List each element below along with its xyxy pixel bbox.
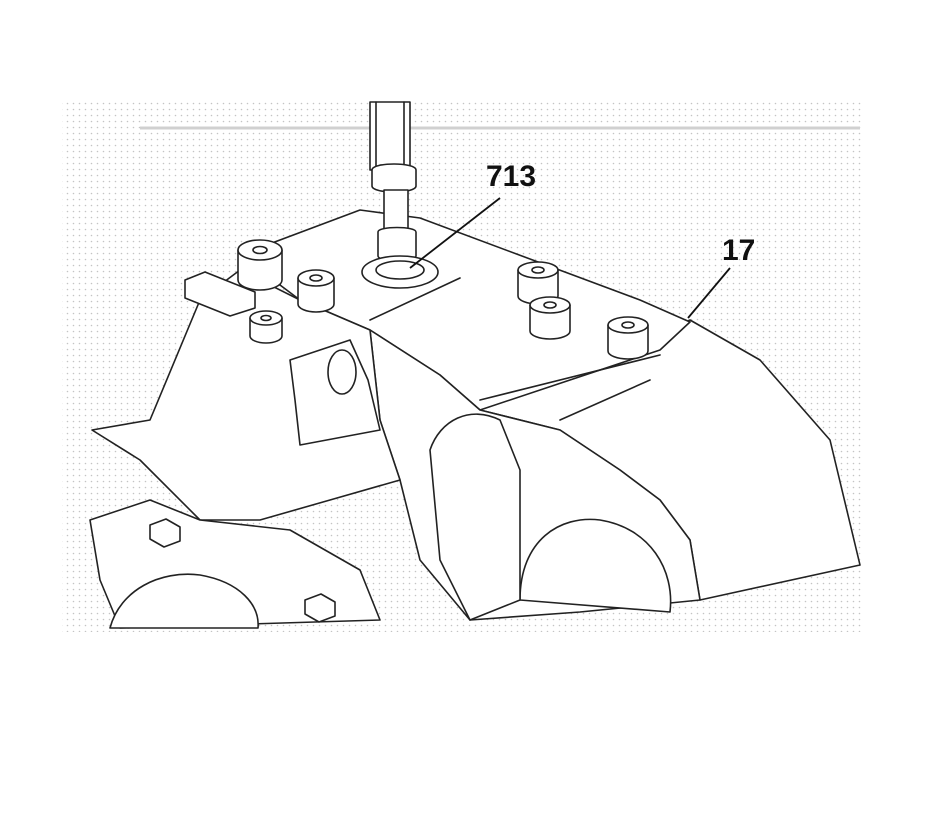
- seal-ring: [361, 255, 439, 289]
- lobe-right: [519, 518, 672, 613]
- callout-label-713: 713: [486, 160, 537, 193]
- boss-hole: [327, 349, 357, 395]
- side-boss: [289, 339, 381, 446]
- lower-left-disc: [109, 573, 259, 629]
- callout-label-17: 17: [722, 234, 756, 267]
- studs: [237, 239, 649, 360]
- leader-lines: [409, 197, 731, 319]
- left-bracket: [184, 271, 256, 317]
- lobe-center: [429, 413, 521, 621]
- plate-edge: [369, 277, 661, 421]
- bolt-heads: [149, 518, 336, 623]
- leader-713: [409, 197, 501, 269]
- leader-17: [687, 267, 731, 319]
- installer-tool: [369, 101, 417, 262]
- machine-drawing: [89, 101, 861, 629]
